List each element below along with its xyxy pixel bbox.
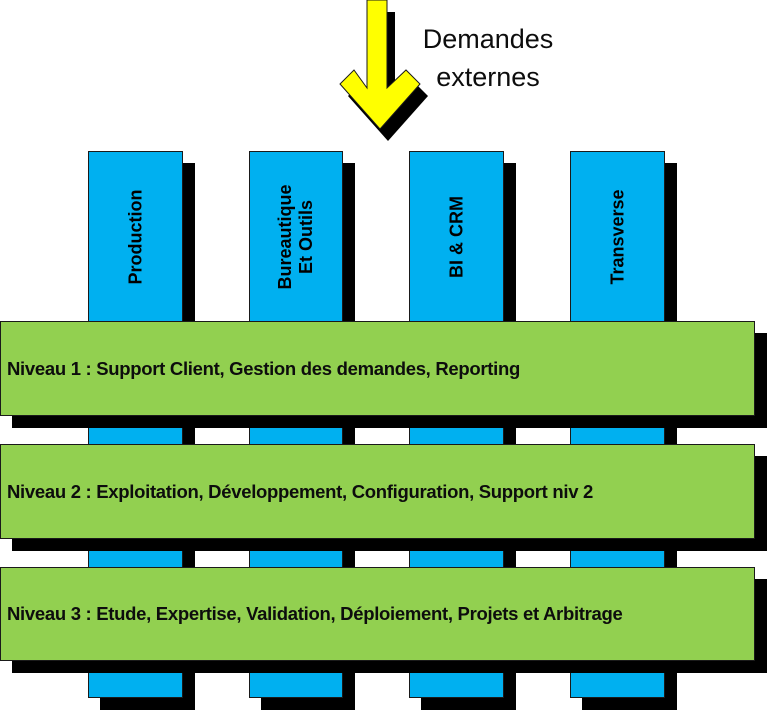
column-label: Bureautique Et Outils [275,184,316,290]
level-2-label: Niveau 2 : Exploitation, Développement, … [7,480,594,502]
level-3-bar: Niveau 3 : Etude, Expertise, Validation,… [0,567,755,661]
external-demands-line1: Demandes [422,24,554,54]
level-1-label: Niveau 1 : Support Client, Gestion des d… [7,357,521,379]
external-demands-label: Demandes externes [400,20,576,96]
arrow-down-icon [339,0,421,130]
level-2-bar: Niveau 2 : Exploitation, Développement, … [0,444,755,539]
column-label: Transverse [607,189,627,285]
level-1-bar: Niveau 1 : Support Client, Gestion des d… [0,321,755,416]
external-demands-line2: externes [436,62,540,92]
level-3-label: Niveau 3 : Etude, Expertise, Validation,… [7,603,623,624]
column-label: Production [125,189,145,285]
column-label: BI & CRM [446,196,466,278]
